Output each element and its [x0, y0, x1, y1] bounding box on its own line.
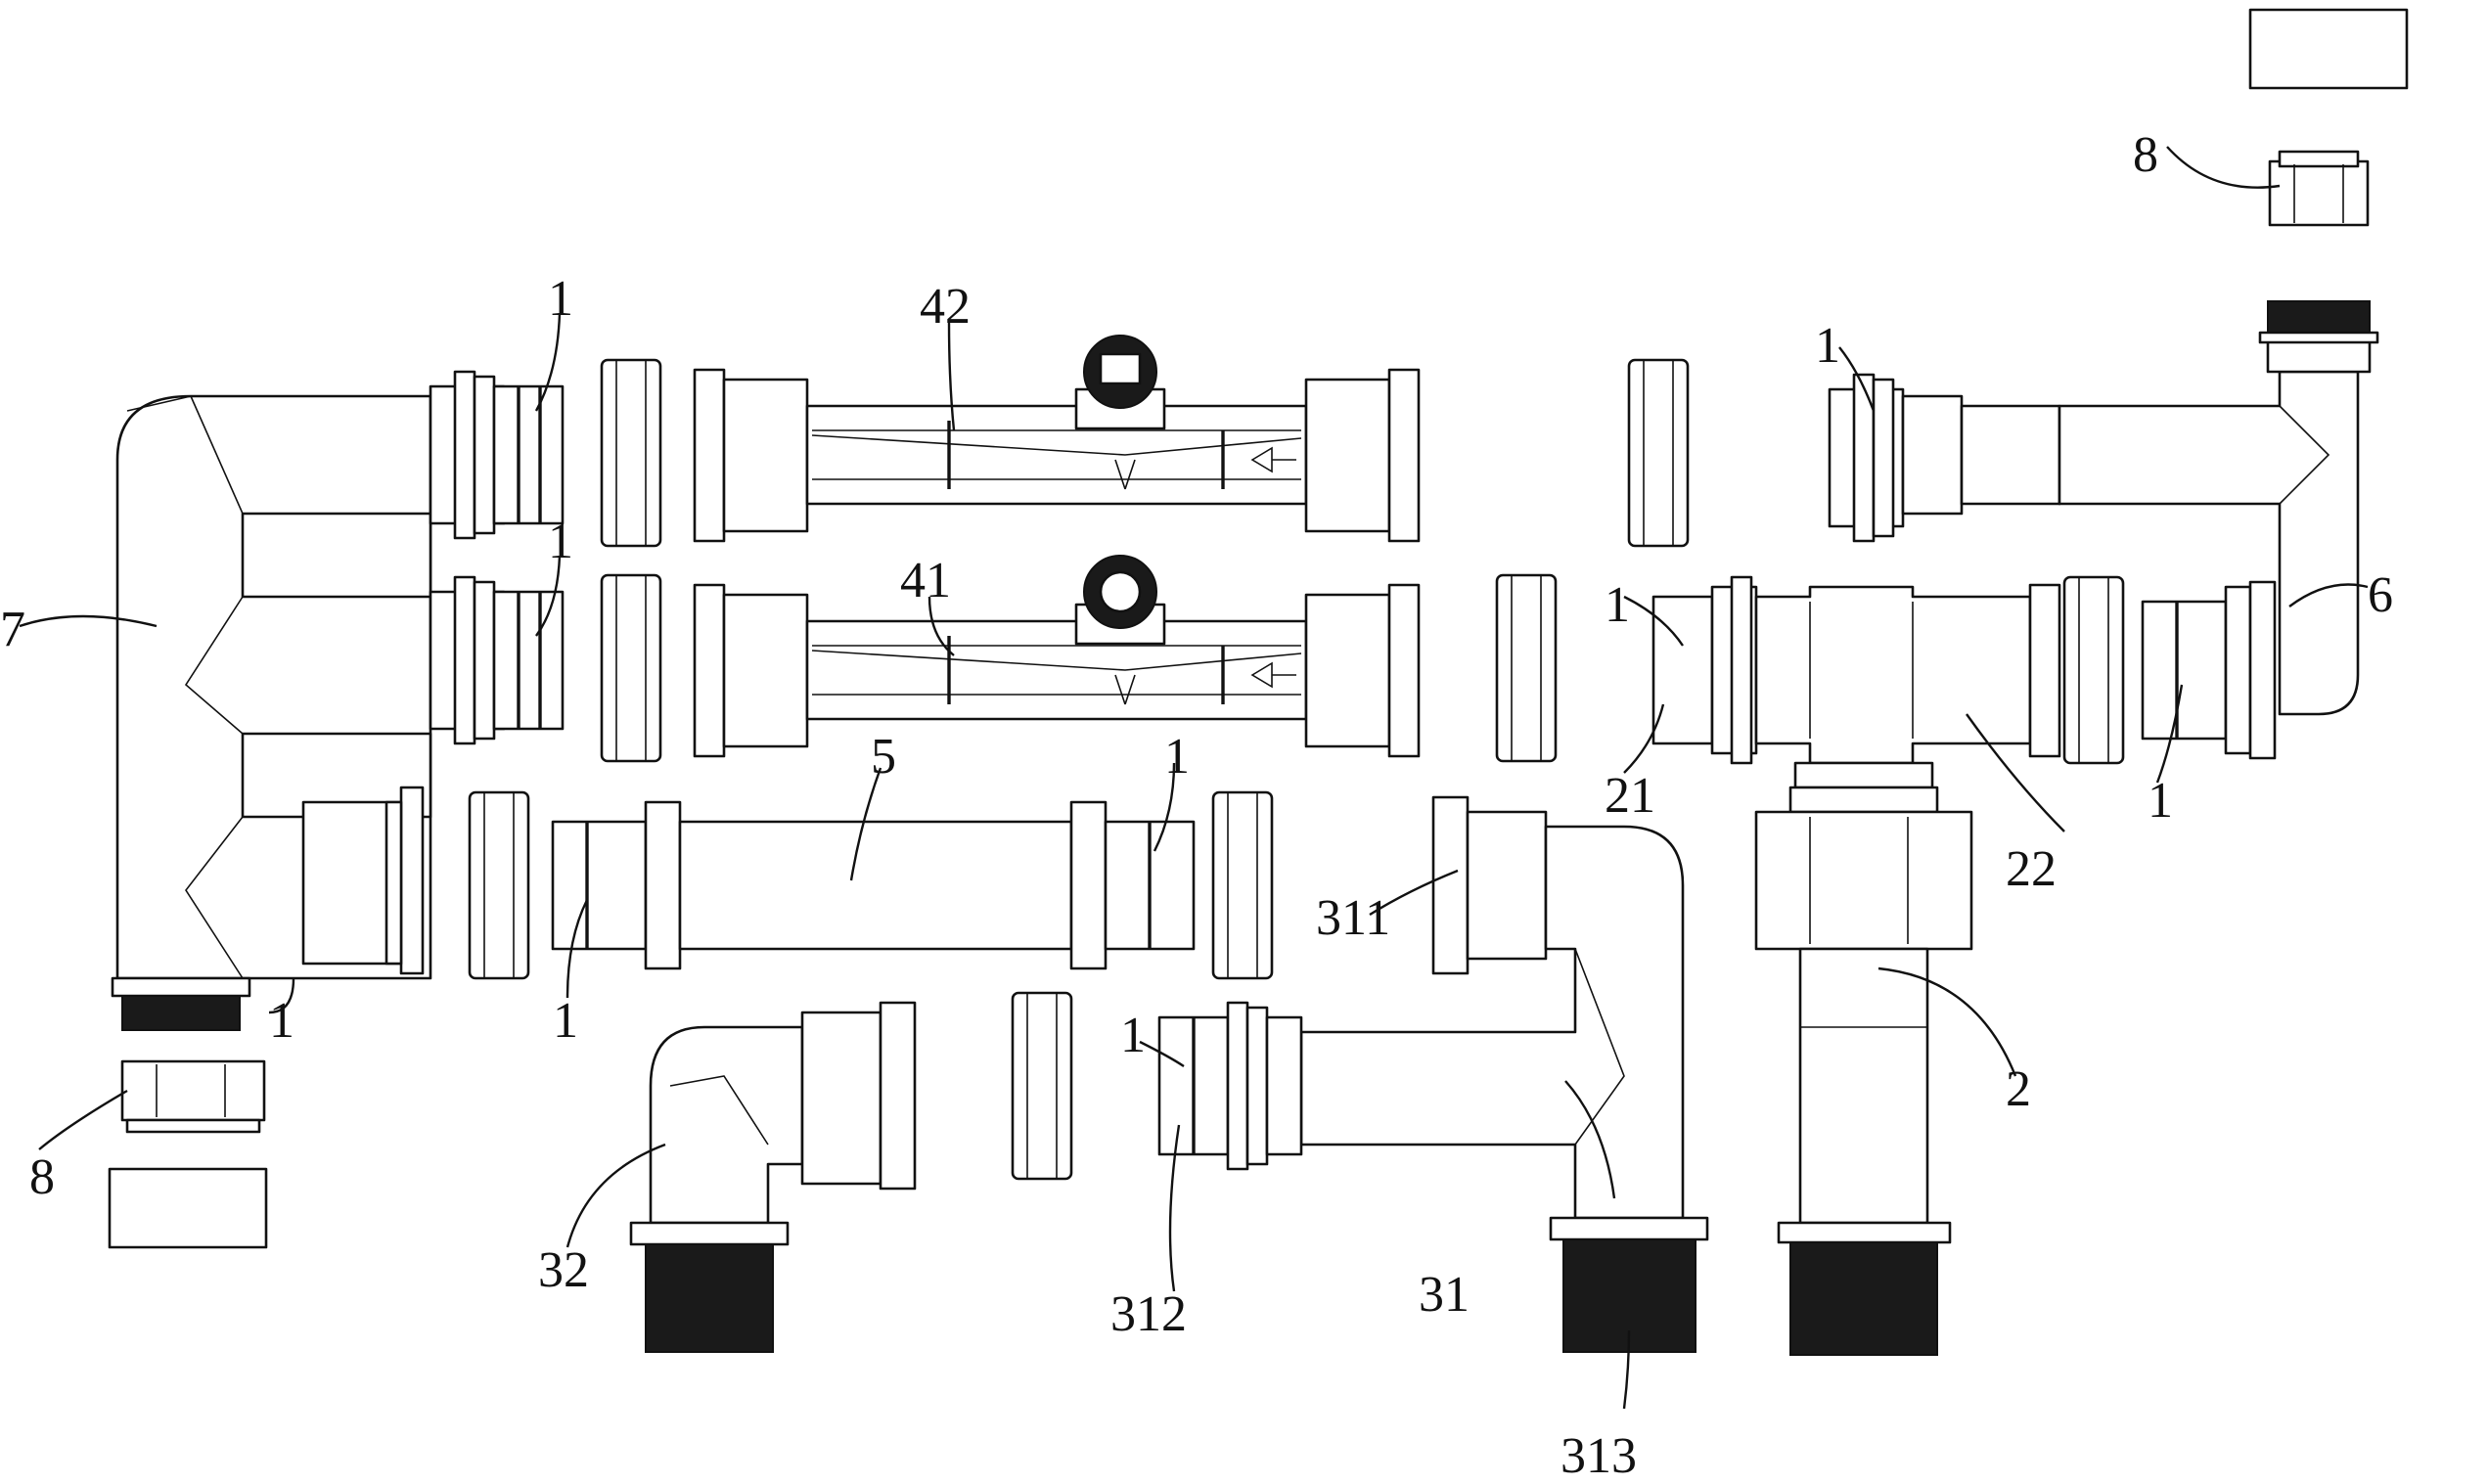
elbow-6-lower-socket [2141, 580, 2277, 760]
manifold-7-upper-socket [429, 370, 565, 540]
label-1-i: 1 [1120, 1008, 1146, 1063]
cap-bottom [108, 1167, 268, 1249]
label-1-a: 1 [548, 271, 573, 327]
label-1-f: 1 [1605, 577, 1630, 633]
callout-labels: 1 1 42 41 7 1 8 8 1 6 1 1 21 22 2 5 1 1 … [0, 127, 2393, 1484]
label-6: 6 [2368, 567, 2393, 623]
elbow-6 [1828, 300, 2379, 716]
flowmeter-42 [693, 335, 1421, 543]
cap-top [2248, 8, 2409, 90]
label-1-e: 1 [2148, 773, 2173, 829]
flowmeter-41 [693, 555, 1421, 758]
label-311: 311 [1316, 890, 1390, 946]
coupler-lower [1011, 991, 1073, 1181]
label-32: 32 [538, 1242, 589, 1298]
label-1-c: 1 [269, 993, 294, 1049]
manifold-7-lower-socket [301, 786, 425, 975]
label-7: 7 [0, 602, 25, 657]
label-31: 31 [1419, 1267, 1470, 1323]
label-1-d: 1 [1815, 318, 1840, 374]
label-2: 2 [2006, 1061, 2031, 1117]
coupler-middle-left [600, 573, 662, 763]
elbow-31 [1299, 795, 1709, 1353]
coupler-upper-right [1627, 358, 1690, 548]
coupler-upper-left [600, 358, 662, 548]
coupler-right-of-tee [2062, 575, 2125, 765]
nut-8-bottom [120, 1059, 266, 1134]
elbow-32 [629, 1001, 917, 1353]
label-8-bottom: 8 [29, 1149, 55, 1205]
label-42: 42 [920, 279, 971, 335]
pipe-5 [468, 790, 1274, 980]
tee-2 [1651, 575, 2061, 1356]
label-21: 21 [1605, 768, 1655, 824]
label-312: 312 [1110, 1286, 1187, 1342]
label-41: 41 [900, 553, 951, 608]
label-22: 22 [2006, 841, 2057, 897]
socket-312 [1157, 1001, 1303, 1171]
leader-lines [19, 146, 2369, 1410]
label-8-top: 8 [2133, 127, 2158, 183]
label-1-h: 1 [553, 993, 578, 1049]
label-313: 313 [1561, 1428, 1637, 1484]
label-5: 5 [871, 729, 896, 785]
manifold-7-middle-socket [429, 575, 565, 745]
label-1-b: 1 [548, 514, 573, 569]
coupler-middle-right [1495, 573, 1558, 763]
nut-8-top [2268, 150, 2370, 227]
label-1-g: 1 [1164, 729, 1190, 785]
